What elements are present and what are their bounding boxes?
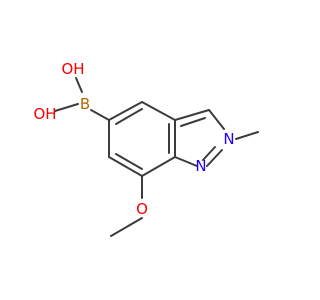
bond-n1-c7a	[174, 156, 198, 167]
double-bond-c3a-c3	[180, 117, 206, 127]
ring-nitrogen-1-label: N	[223, 130, 234, 148]
hydroxyl-left-label: OH	[33, 105, 56, 123]
double-bond-c7-c6	[115, 153, 143, 170]
ring-nitrogen-2-label: N	[195, 157, 206, 175]
bond-c3a-c3	[174, 109, 210, 121]
bond-c7-c6	[108, 156, 143, 177]
bond-c7a-c7	[141, 156, 176, 177]
molecule-structure: B OH OH O N N	[33, 60, 259, 237]
methoxy-oxygen-label: O	[136, 200, 148, 218]
bond-b-oh-left	[54, 103, 79, 112]
double-bond-c5-c4	[115, 108, 143, 125]
bond-n2-methyl	[235, 131, 259, 140]
bond-o-methyl	[110, 217, 143, 237]
bond-c5-b	[90, 109, 110, 121]
bond-b-oh-top	[75, 77, 83, 93]
bond-c3-n2	[208, 109, 225, 130]
bond-layer	[54, 77, 259, 237]
bond-n2-n1	[206, 149, 223, 167]
bond-c4-c3a	[141, 101, 176, 121]
boron-label: B	[80, 95, 90, 113]
hydroxyl-top-label: OH	[61, 60, 84, 78]
atom-label-layer: B OH OH O N N	[33, 60, 234, 218]
bond-c5-c4	[108, 101, 143, 121]
double-bond-n2-n1	[202, 146, 216, 161]
molecule-structure-canvas: B OH OH O N N	[33, 60, 259, 237]
